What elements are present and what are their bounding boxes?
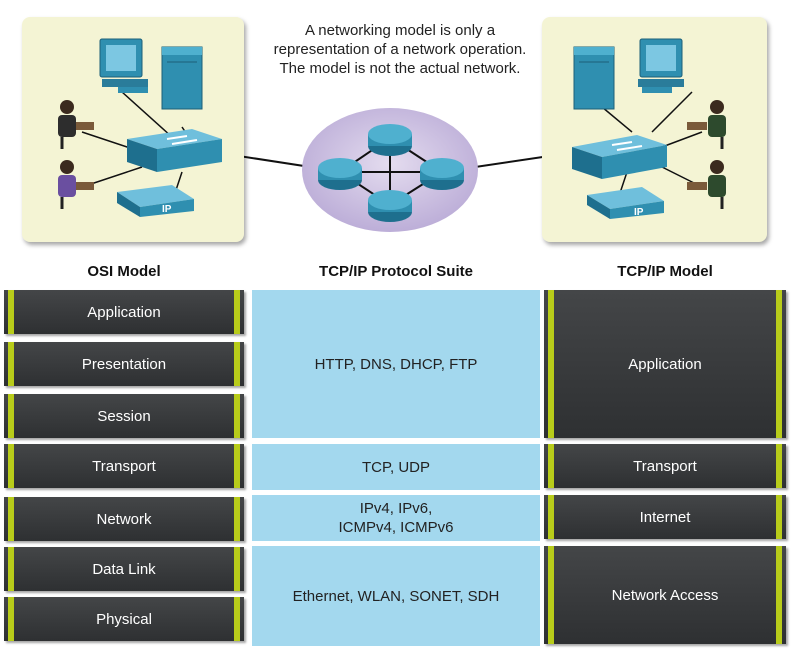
model-caption: A networking model is only a representat…	[255, 21, 545, 78]
caption-line-2: representation of a network operation.	[273, 41, 527, 58]
protocol-transport-text: TCP, UDP	[361, 458, 431, 476]
protocol-application-text: HTTP, DNS, DHCP, FTP	[314, 355, 478, 373]
tcpip-model-header: TCP/IP Model	[617, 263, 713, 280]
computer-icon	[99, 38, 148, 93]
tcpip-layer-transport: Transport	[544, 444, 786, 488]
protocol-band-link: Ethernet, WLAN, SONET, SDH	[252, 546, 540, 646]
osi-layer-label: Presentation	[81, 355, 167, 373]
router-icon	[368, 124, 412, 156]
switch-icon	[572, 135, 667, 179]
osi-model-header: OSI Model	[87, 263, 161, 280]
router-icon	[318, 158, 362, 190]
left-network-panel: IP	[22, 17, 244, 242]
protocol-network-line-1: IPv4, IPv6,	[359, 500, 433, 517]
server-icon	[573, 46, 615, 110]
svg-text:IP: IP	[162, 204, 172, 215]
tcpip-layer-network-access: Network Access	[544, 546, 786, 644]
server-icon	[161, 46, 203, 110]
osi-layer-label: Transport	[92, 457, 156, 475]
user-icon	[58, 160, 94, 209]
network-illustration	[199, 108, 591, 232]
protocol-link-text: Ethernet, WLAN, SONET, SDH	[292, 587, 500, 605]
user-icon	[687, 100, 726, 149]
user-icon	[58, 100, 94, 149]
caption-line-3: The model is not the actual network.	[279, 60, 521, 77]
tcpip-layer-label: Internet	[639, 508, 691, 526]
osi-layer-label: Data Link	[92, 560, 156, 578]
caption-line-1: A networking model is only a	[304, 22, 496, 39]
protocol-band-network: IPv4, IPv6, ICMPv4, ICMPv6	[252, 495, 540, 541]
osi-layer-data-link: Data Link	[4, 547, 244, 591]
protocol-band-application: HTTP, DNS, DHCP, FTP	[252, 290, 540, 438]
router-icon	[420, 158, 464, 190]
osi-layer-label: Network	[96, 510, 152, 528]
osi-layer-transport: Transport	[4, 444, 244, 488]
user-icon	[687, 160, 726, 209]
osi-layer-network: Network	[4, 497, 244, 541]
osi-layer-physical: Physical	[4, 597, 244, 641]
osi-layer-presentation: Presentation	[4, 342, 244, 386]
tcpip-layer-internet: Internet	[544, 495, 786, 539]
tcpip-layer-label: Transport	[633, 457, 697, 475]
tcpip-layer-label: Application	[628, 355, 702, 373]
computer-icon	[638, 38, 684, 93]
osi-layer-session: Session	[4, 394, 244, 438]
router-icon	[368, 190, 412, 222]
osi-layer-label: Application	[87, 303, 161, 321]
tcpip-layer-label: Network Access	[611, 586, 719, 604]
protocol-suite-header: TCP/IP Protocol Suite	[319, 263, 473, 280]
protocol-band-transport: TCP, UDP	[252, 444, 540, 490]
osi-layer-label: Physical	[96, 610, 152, 628]
right-network-panel: IP	[542, 17, 767, 242]
switch-icon	[127, 129, 222, 172]
protocol-network-line-2: ICMPv4, ICMPv6	[338, 519, 454, 536]
tcpip-layer-application: Application	[544, 290, 786, 438]
svg-text:IP: IP	[634, 207, 644, 218]
osi-layer-label: Session	[97, 407, 151, 425]
ip-phone-icon: IP	[117, 185, 194, 217]
osi-layer-application: Application	[4, 290, 244, 334]
ip-phone-icon: IP	[587, 187, 664, 219]
